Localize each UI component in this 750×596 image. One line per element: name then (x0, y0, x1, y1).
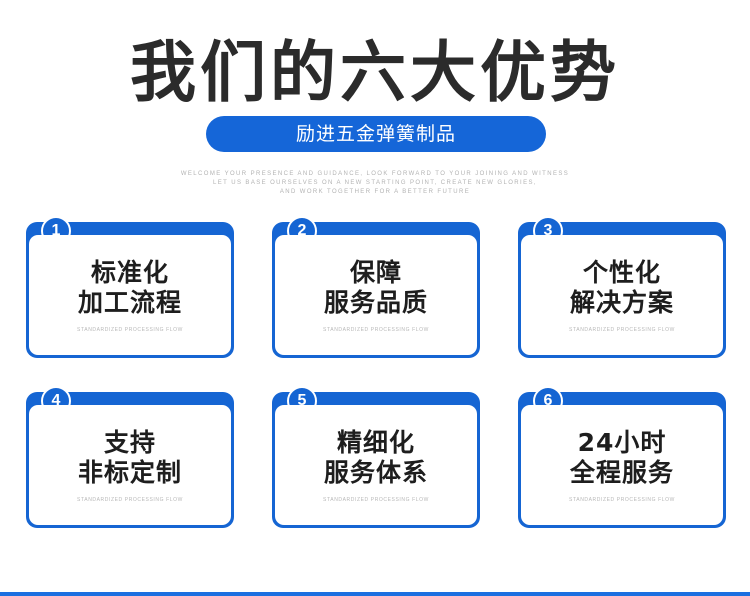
card-title-line-2: 解决方案 (569, 287, 674, 317)
card-subtitle: STANDARDIZED PROCESSING FLOW (77, 496, 183, 503)
card-title-line-2: 服务体系 (323, 457, 428, 487)
tagline-line-1: WELCOME YOUR PRESENCE AND GUIDANCE, LOOK… (180, 171, 570, 177)
card-title-line-2: 服务品质 (323, 287, 428, 317)
card-subtitle: STANDARDIZED PROCESSING FLOW (323, 326, 429, 333)
advantage-card-2: 2 保障 服务品质 STANDARDIZED PROCESSING FLOW (272, 216, 480, 358)
card-subtitle: STANDARDIZED PROCESSING FLOW (77, 326, 183, 333)
card-subtitle: STANDARDIZED PROCESSING FLOW (569, 496, 675, 503)
tagline-line-2: LET US BASE OURSELVES ON A NEW STARTING … (213, 180, 537, 186)
card-subtitle: STANDARDIZED PROCESSING FLOW (569, 326, 675, 333)
card-title-line-1: 标准化 (90, 257, 169, 287)
bottom-accent-bar (0, 592, 750, 596)
subtitle-pill: 励进五金弹簧制品 (206, 116, 546, 152)
card-subtitle: STANDARDIZED PROCESSING FLOW (323, 496, 429, 503)
card-title-line-1: 24小时 (577, 427, 667, 457)
advantage-card-3: 3 个性化 解决方案 STANDARDIZED PROCESSING FLOW (518, 216, 726, 358)
card-title-line-1: 支持 (103, 427, 156, 457)
page-title: 我们的六大优势 (130, 34, 620, 111)
advantage-card-6: 6 24小时 全程服务 STANDARDIZED PROCESSING FLOW (518, 386, 726, 528)
card-title-line-2: 加工流程 (77, 287, 182, 317)
card-title-line-1: 精细化 (336, 427, 415, 457)
card-title-line-1: 保障 (349, 257, 402, 287)
card-title-line-2: 非标定制 (77, 457, 182, 487)
advantage-card-4: 4 支持 非标定制 STANDARDIZED PROCESSING FLOW (26, 386, 234, 528)
card-title-line-2: 全程服务 (569, 457, 674, 487)
tagline-line-3: AND WORK TOGETHER FOR A BETTER FUTURE (279, 189, 471, 195)
advantage-card-1: 1 标准化 加工流程 STANDARDIZED PROCESSING FLOW (26, 216, 234, 358)
advantage-card-5: 5 精细化 服务体系 STANDARDIZED PROCESSING FLOW (272, 386, 480, 528)
card-title-line-1: 个性化 (582, 257, 661, 287)
